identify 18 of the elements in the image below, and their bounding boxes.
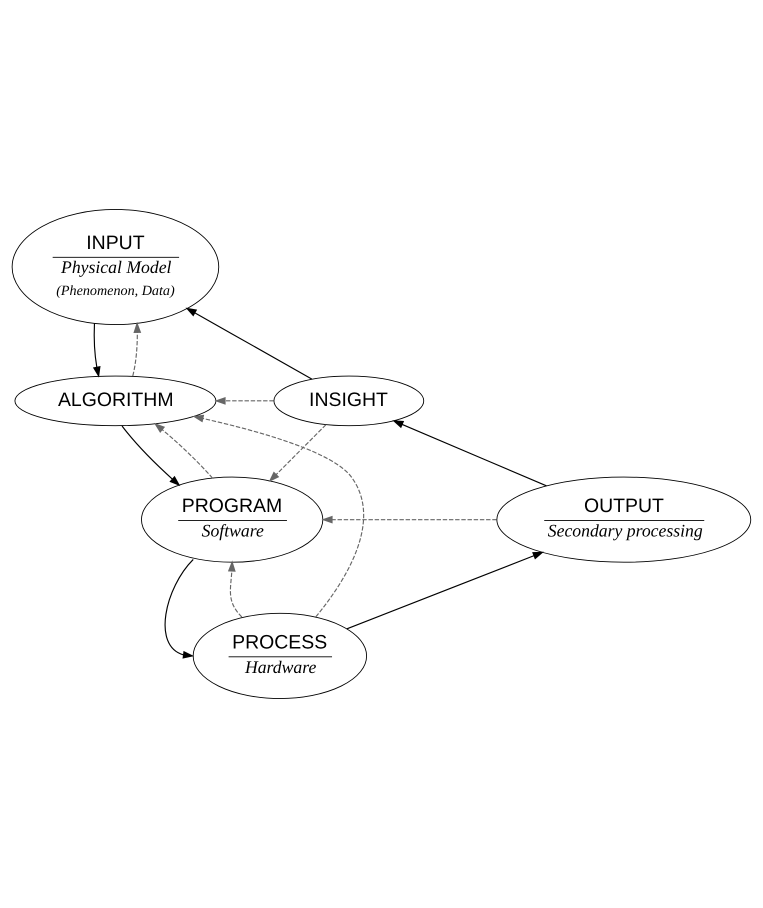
- arrow: [228, 560, 242, 618]
- arrow: [164, 559, 194, 659]
- arrow: [214, 396, 274, 405]
- arrow: [122, 426, 180, 486]
- arrow: [132, 322, 142, 376]
- arrow: [154, 422, 213, 478]
- node-ellipse: INPUT Physical Model (Phenomenon, Data): [12, 209, 220, 326]
- arrow: [192, 414, 364, 618]
- arrow: [346, 552, 544, 630]
- node-ellipse: OUTPUT Secondary processing: [496, 476, 752, 563]
- node-ellipse: ALGORITHM: [14, 376, 216, 426]
- arrow: [92, 324, 101, 378]
- node-ellipse: PROCESS Hardware: [192, 612, 368, 699]
- node-ellipse: INSIGHT: [274, 376, 424, 426]
- arrow: [268, 424, 326, 482]
- arrow: [321, 516, 497, 524]
- arrow: [392, 420, 547, 486]
- arrow: [186, 308, 312, 380]
